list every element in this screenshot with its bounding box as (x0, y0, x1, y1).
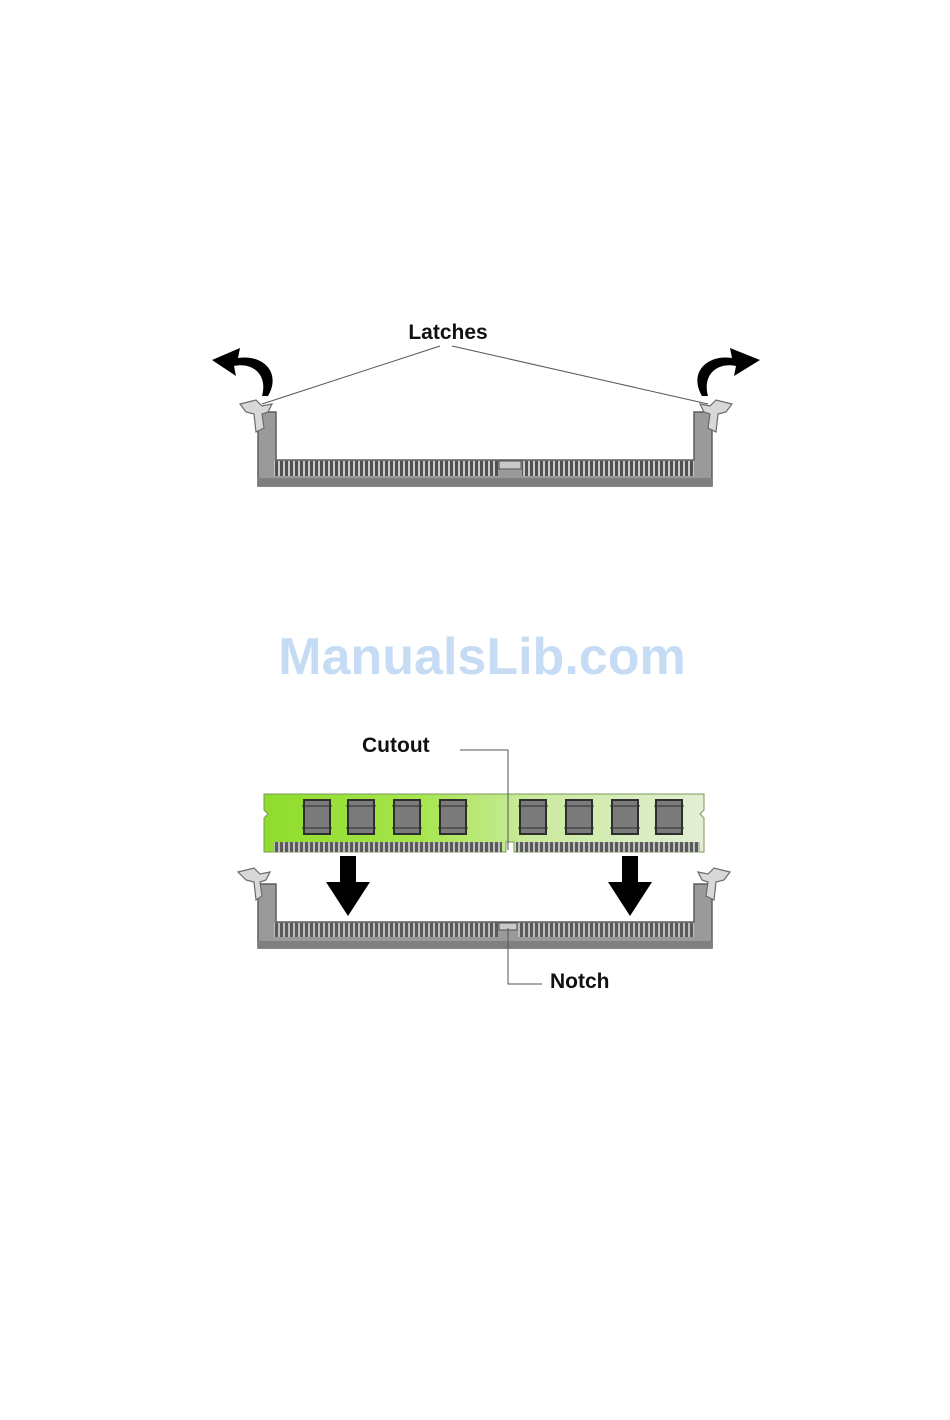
chip (566, 800, 592, 834)
curved-arrow-up-right-icon (697, 348, 760, 396)
chip (304, 800, 330, 834)
curved-arrow-up-left-icon (212, 348, 273, 396)
chip (394, 800, 420, 834)
chip (520, 800, 546, 834)
bottom-diagram: Cutout Notch (238, 734, 730, 993)
arrow-down-icon (608, 856, 652, 916)
cutout-label: Cutout (362, 734, 430, 757)
dimm-slot-top (258, 412, 712, 486)
top-diagram: Latches (212, 321, 760, 486)
watermark: ManualsLib.com (278, 628, 685, 686)
chip (348, 800, 374, 834)
latches-label: Latches (408, 321, 487, 344)
chip (440, 800, 466, 834)
memory-module (264, 794, 704, 852)
chip (612, 800, 638, 834)
notch-label: Notch (550, 970, 610, 993)
latches-leader-right (452, 346, 708, 404)
chip (656, 800, 682, 834)
arrow-down-icon (326, 856, 370, 916)
latches-leader-left (262, 346, 440, 404)
